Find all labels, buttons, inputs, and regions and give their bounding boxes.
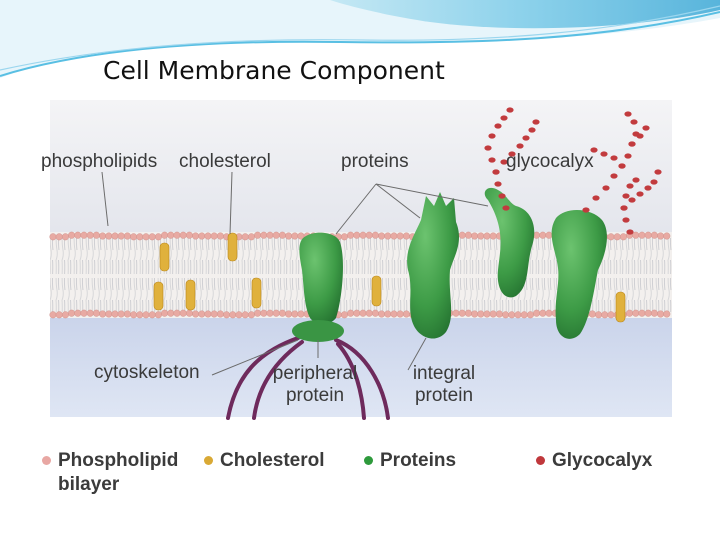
legend-label-bilayer: bilayer [58, 474, 120, 495]
label-glycocalyx: glycocalyx [506, 151, 594, 172]
legend-label-phospholipid: Phospholipid [58, 450, 179, 471]
peripheral-protein-shape [292, 232, 344, 342]
membrane-illustration [49, 100, 672, 420]
slide-title: Cell Membrane Component [103, 56, 445, 85]
cholesterol-dot-icon [204, 456, 213, 465]
label-cholesterol: cholesterol [179, 151, 271, 172]
integral-protein-shapes [407, 187, 607, 339]
label-phospholipids: phospholipids [41, 151, 158, 172]
label-peripheral-line1: peripheral [272, 363, 358, 384]
label-pointer-lines [101, 171, 489, 376]
legend-label-glycocalyx: Glycocalyx [552, 450, 653, 471]
proteins-dot-icon [364, 456, 373, 465]
phospholipid-dot-icon [42, 456, 51, 465]
label-cytoskeleton: cytoskeleton [94, 362, 200, 383]
glycocalyx-chains [484, 107, 662, 235]
label-proteins: proteins [341, 151, 409, 172]
header-wave-decoration [0, 0, 720, 78]
cholesterol-molecules [153, 232, 626, 323]
label-integral-line1: integral [412, 363, 476, 384]
label-peripheral-line2: protein [285, 385, 345, 406]
legend: Phospholipid bilayer Cholesterol Protein… [36, 440, 686, 500]
cell-membrane-figure: phospholipids cholesterol proteins glyco… [36, 100, 686, 500]
legend-label-proteins: Proteins [380, 450, 457, 471]
legend-label-cholesterol: Cholesterol [220, 450, 325, 471]
label-integral-line2: protein [414, 385, 474, 406]
glycocalyx-dot-icon [536, 456, 545, 465]
cytoskeleton-filaments [226, 336, 390, 420]
